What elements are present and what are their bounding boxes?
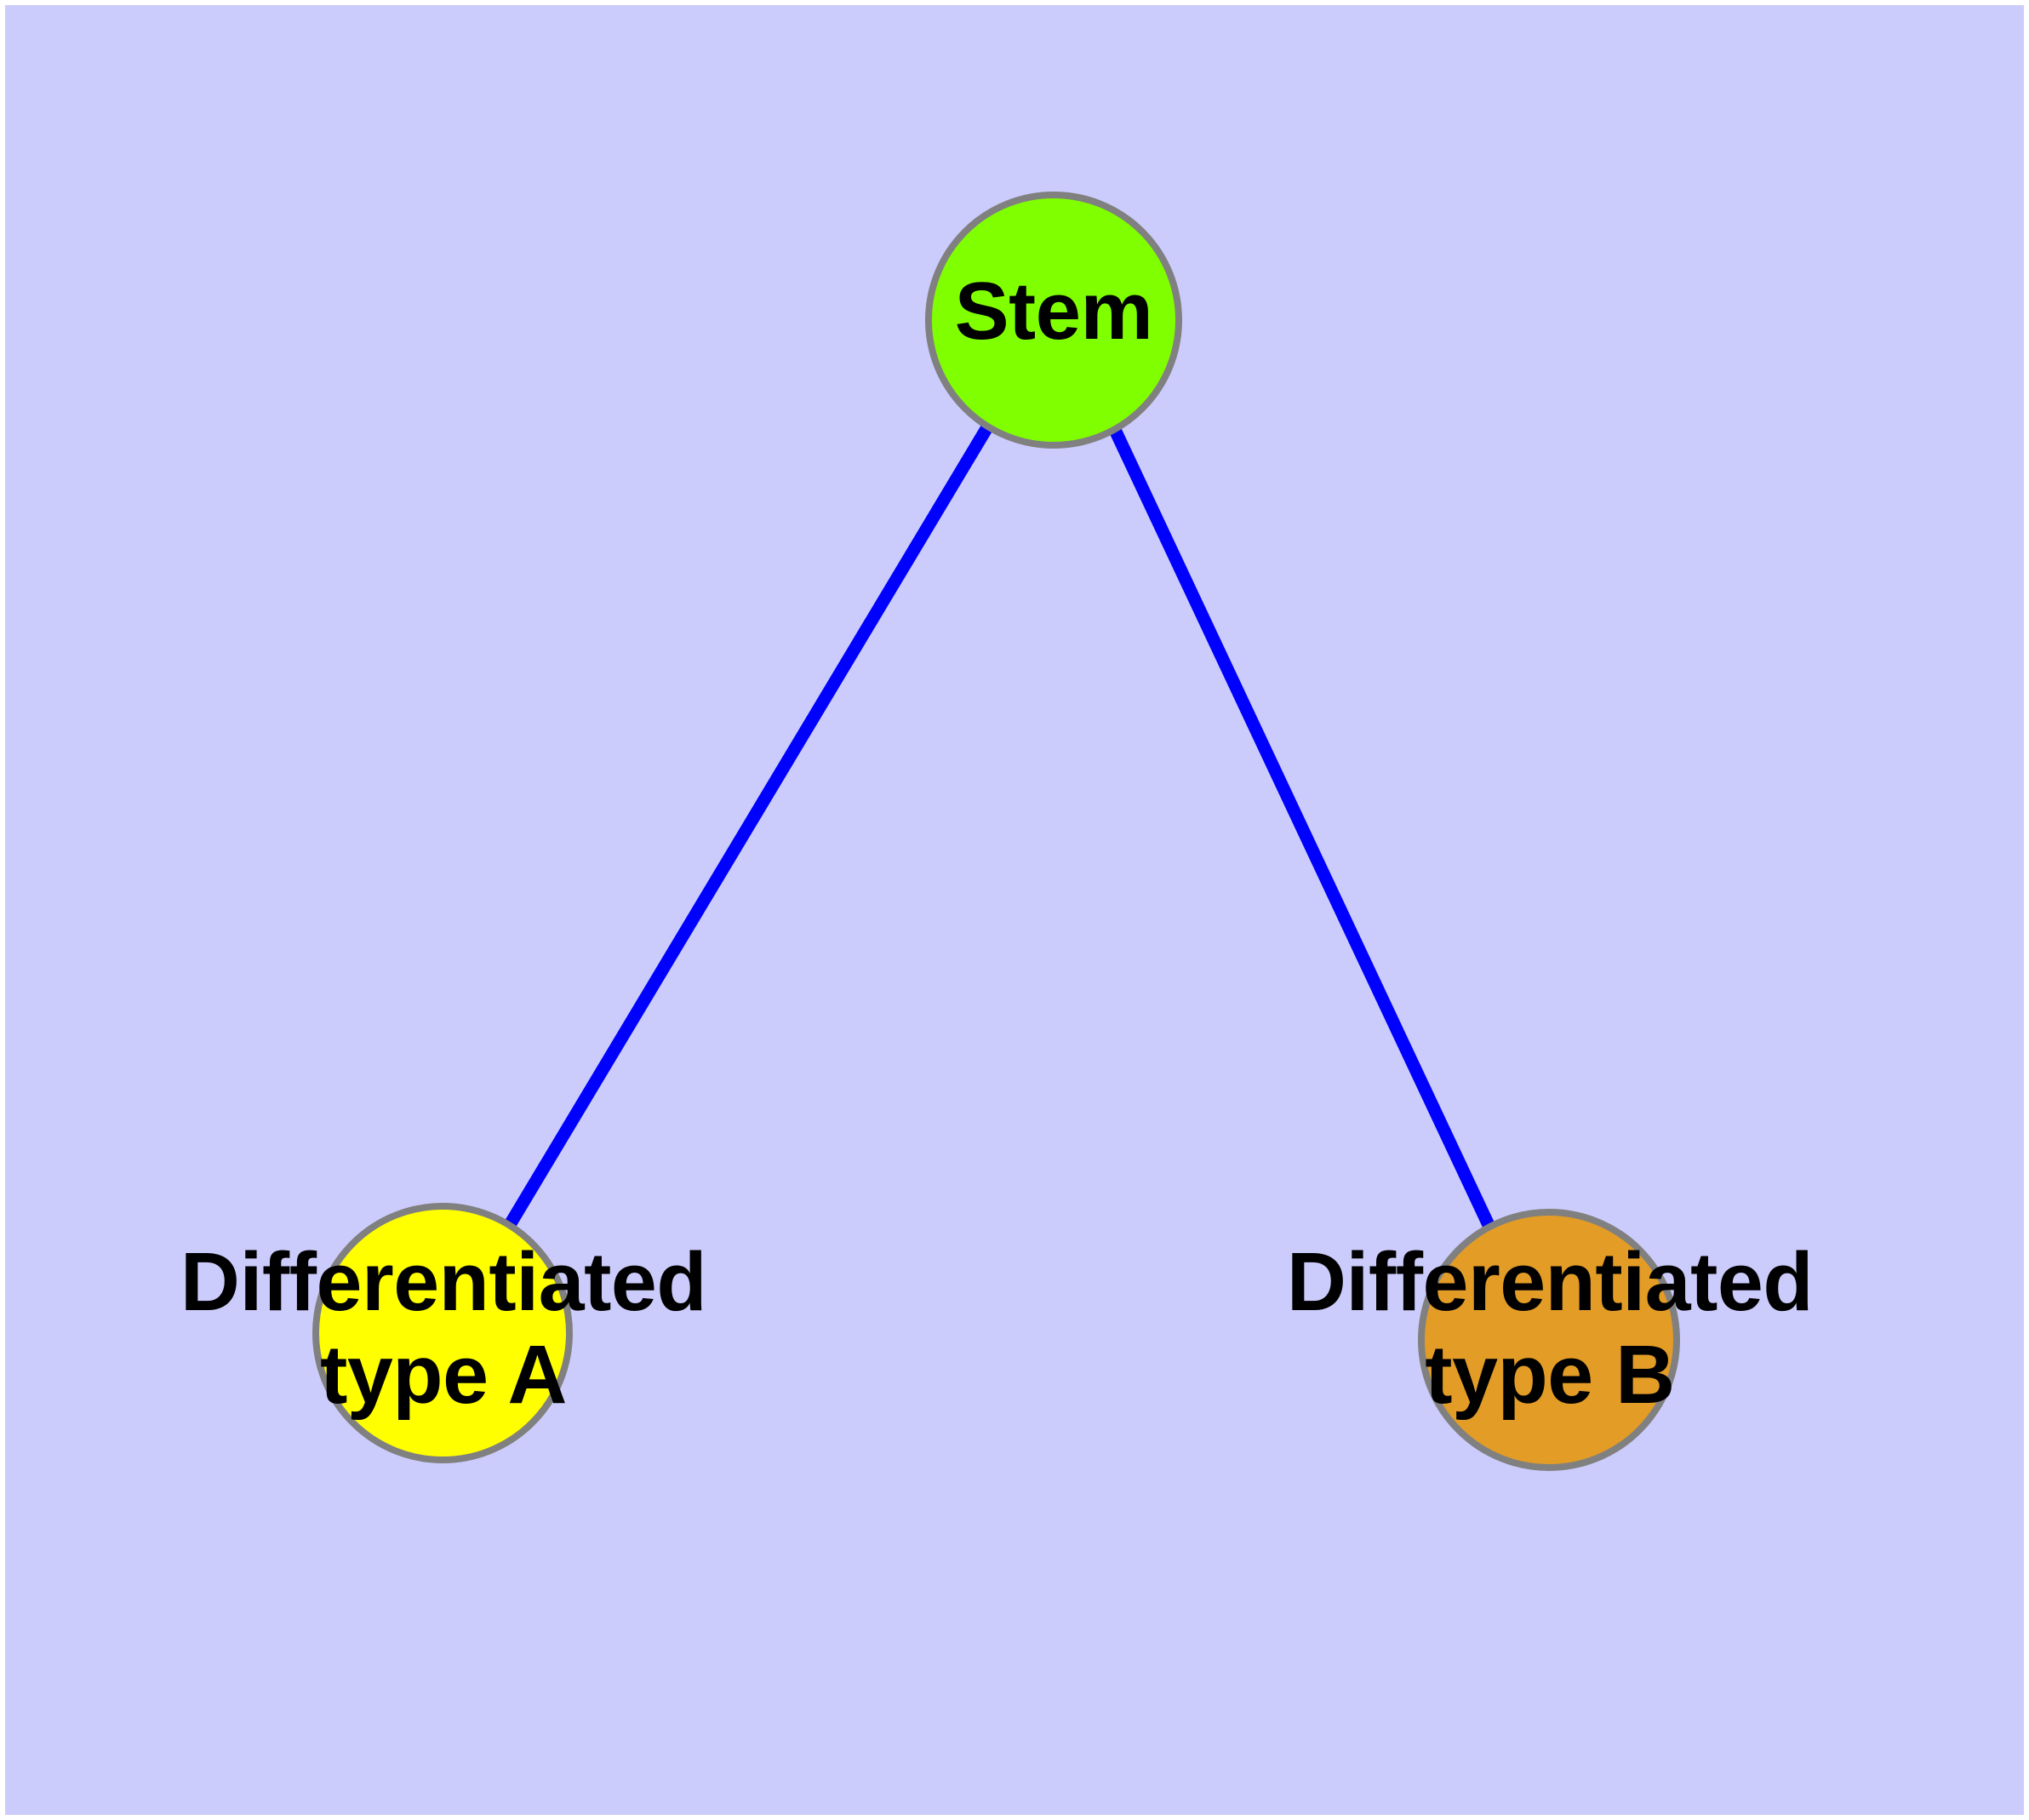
node-layer bbox=[312, 192, 1680, 1471]
edge-stem-to-differentiated-type-b[interactable] bbox=[1110, 428, 1495, 1228]
edge-layer bbox=[505, 424, 1495, 1228]
node-differentiated-type-b[interactable] bbox=[1418, 1209, 1680, 1471]
node-stem[interactable] bbox=[925, 192, 1182, 449]
edge-stem-to-differentiated-type-a[interactable] bbox=[505, 424, 993, 1227]
node-differentiated-type-a[interactable] bbox=[312, 1203, 573, 1463]
